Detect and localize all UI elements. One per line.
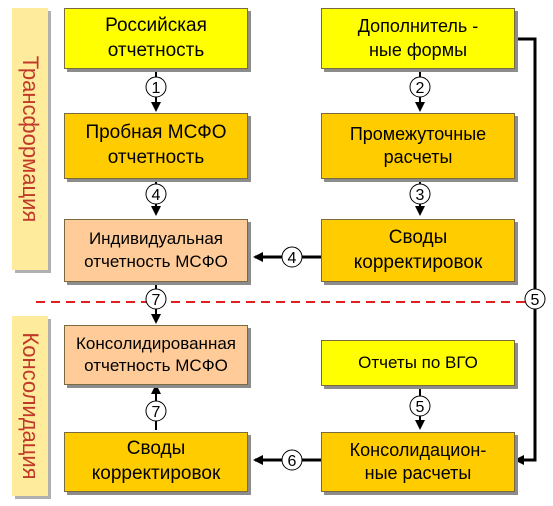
step-marker-7-bottom: 7 <box>145 400 167 422</box>
step-number: 7 <box>152 404 161 421</box>
step-number: 4 <box>152 187 161 204</box>
connector-additional-to-consolidation <box>515 37 537 462</box>
step-number: 7 <box>152 292 161 309</box>
box-intragroup-reports: Отчеты по ВГО <box>321 340 515 386</box>
step-number: 5 <box>416 399 425 416</box>
step-marker-4-left: 4 <box>145 183 167 205</box>
step-number: 2 <box>416 80 425 97</box>
box-adjustment-summaries-top: Своды корректировок <box>321 219 515 282</box>
box-consolidated-ifrs-reports: Консолидированная отчетность МСФО <box>64 325 248 385</box>
step-marker-7-top: 7 <box>145 288 167 310</box>
step-marker-6: 6 <box>281 449 303 471</box>
connector-arrowhead <box>514 455 524 465</box>
box-intermediate-calculations: Промежуточные расчеты <box>321 113 515 179</box>
box-additional-forms: Дополнитель - ные формы <box>321 8 515 69</box>
step-number: 4 <box>288 250 297 267</box>
step-number: 1 <box>152 80 161 97</box>
step-marker-5-right: 5 <box>524 288 546 310</box>
step-marker-3: 3 <box>409 183 431 205</box>
box-consolidation-calculations: Консолидацион- ные расчеты <box>321 432 515 492</box>
step-number: 3 <box>416 187 425 204</box>
step-marker-4-horizontal: 4 <box>281 246 303 268</box>
step-marker-1: 1 <box>145 76 167 98</box>
step-number: 5 <box>531 292 540 309</box>
box-adjustment-summaries-bottom: Своды корректировок <box>64 432 248 492</box>
step-marker-5-mid: 5 <box>409 395 431 417</box>
box-trial-ifrs-reports: Пробная МСФО отчетность <box>64 113 248 179</box>
box-russian-reports: Российская отчетность <box>64 8 248 69</box>
sidebar-consolidation: Консолидация <box>12 316 48 496</box>
box-individual-ifrs-reports: Индивидуальная отчетность МСФО <box>64 219 248 282</box>
step-marker-2: 2 <box>409 76 431 98</box>
step-number: 6 <box>288 453 297 470</box>
sidebar-transformation: Трансформация <box>12 8 48 270</box>
